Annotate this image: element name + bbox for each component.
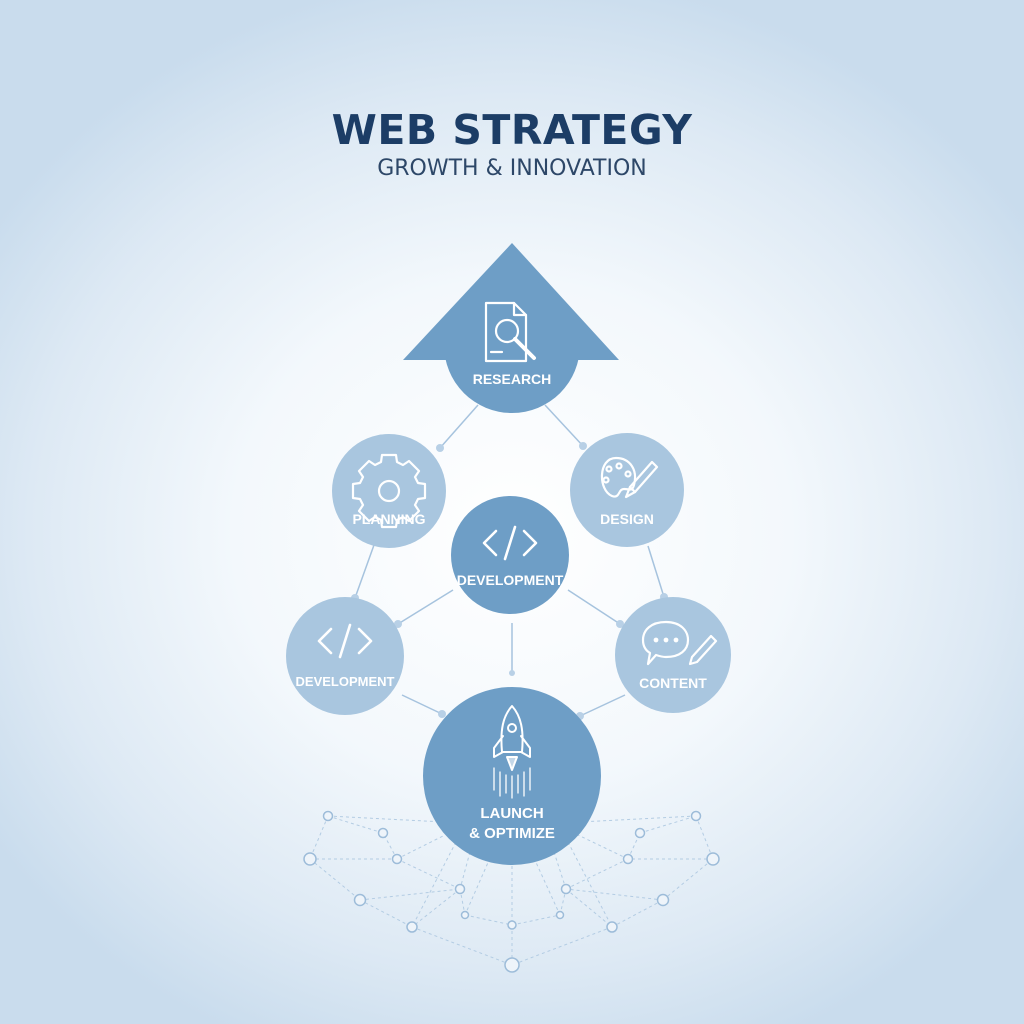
rocket-icon [493, 705, 531, 799]
network-graph [303, 810, 720, 973]
page-title: WEB STRATEGY [331, 106, 693, 154]
design-node: DESIGN [570, 433, 684, 547]
connectors [354, 404, 665, 717]
code-icon [482, 525, 538, 561]
page-subtitle: GROWTH & INNOVATION [377, 156, 647, 181]
launch-label-line2: & OPTIMIZE [469, 825, 555, 842]
gear-icon [351, 453, 427, 529]
chat-pencil-icon [641, 620, 718, 666]
launch-label-line1: LAUNCH [480, 805, 543, 822]
planning-label: PLANNING [352, 511, 425, 527]
document-search-icon [484, 301, 536, 363]
code-icon [317, 623, 373, 659]
development-center-label: DEVELOPMENT [457, 572, 564, 588]
development-left-label: DEVELOPMENT [296, 674, 395, 689]
research-node: RESEARCH [403, 243, 619, 413]
palette-brush-icon [600, 456, 659, 499]
development-center-node: DEVELOPMENT [451, 496, 569, 614]
research-label: RESEARCH [473, 371, 552, 387]
content-node: CONTENT [615, 597, 731, 713]
development-left-node: DEVELOPMENT [286, 597, 404, 715]
planning-node: PLANNING [332, 434, 446, 548]
content-label: CONTENT [639, 675, 707, 691]
design-label: DESIGN [600, 511, 654, 527]
launch-node: LAUNCH & OPTIMIZE [423, 687, 601, 865]
connector-dots [351, 442, 668, 720]
